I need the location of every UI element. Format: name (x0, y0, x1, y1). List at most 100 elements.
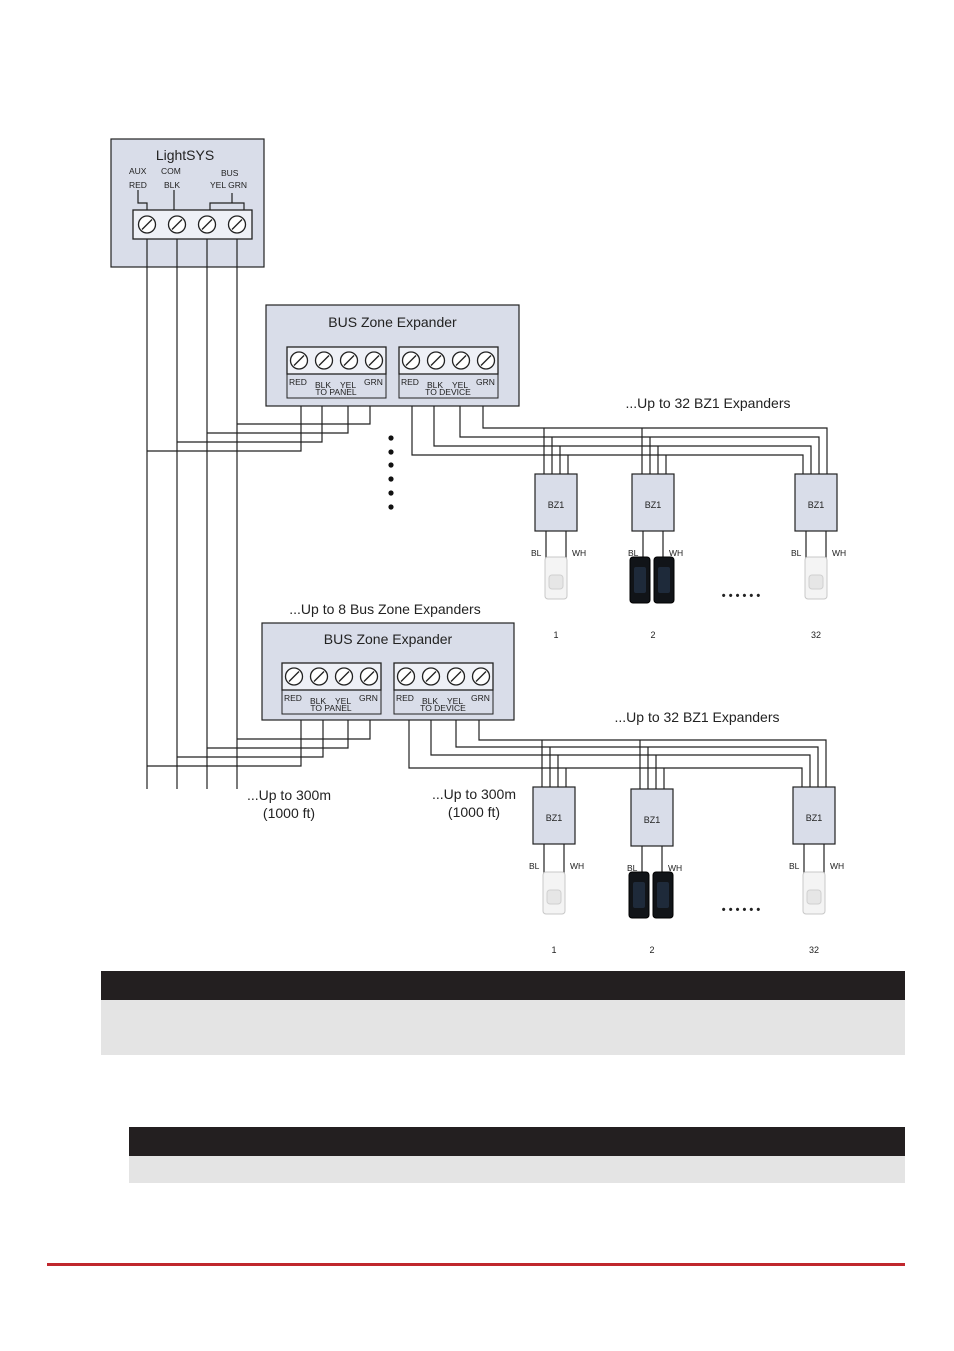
terminal-label-yel: YEL (447, 696, 463, 706)
detector-lens (548, 574, 564, 590)
bz1-label: BZ1 (548, 500, 565, 510)
distance-note-line2: (1000 ft) (263, 805, 315, 821)
screw-slot (171, 219, 183, 230)
panel-label-blk: BLK (164, 180, 180, 190)
bz1-box (630, 788, 674, 847)
screw-slot (201, 219, 213, 230)
bus-expanders-note: ...Up to 8 Bus Zone Expanders (289, 601, 480, 617)
wh-label: WH (570, 861, 584, 871)
screw-slot (231, 219, 243, 230)
panel-title: LightSYS (156, 147, 214, 163)
device-bus-wire (408, 720, 803, 787)
panel-tap-wire (237, 720, 371, 740)
screw-slot (368, 355, 380, 366)
wh-label: WH (830, 861, 844, 871)
device-bus-wire (455, 720, 819, 787)
device-bus-wire (411, 406, 804, 474)
screw-slot (338, 671, 350, 682)
panel-label-aux: AUX (129, 166, 147, 176)
bz1-label: BZ1 (806, 813, 823, 823)
beam-lens (633, 882, 645, 908)
terminal-label-frame (281, 689, 382, 715)
continuation-dot (388, 504, 394, 510)
terminal-label-frame (398, 373, 499, 399)
screw-slot (288, 671, 300, 682)
terminal-label-grn: GRN (476, 377, 495, 387)
terminal-label-blk: BLK (310, 696, 326, 706)
expander-title: BUS Zone Expander (324, 631, 453, 647)
device-bus-wire (482, 406, 828, 474)
screw-slot (480, 355, 492, 366)
detector-number: 1 (551, 945, 556, 955)
panel-label-bus: BUS (221, 168, 239, 178)
panel-tap-wire (147, 720, 302, 767)
distance-note-line2: (1000 ft) (448, 804, 500, 820)
device-bus-wire (433, 406, 812, 474)
panel-tap-wire (177, 406, 323, 443)
continuation-dot (388, 476, 394, 482)
wh-label: WH (668, 863, 682, 873)
detector-lens (806, 889, 822, 905)
bz1-box (532, 786, 576, 845)
to-device-label: TO DEVICE (425, 387, 471, 397)
beam-lens (658, 567, 670, 593)
bz1-box (794, 473, 838, 532)
to-panel-label: TO PANEL (315, 387, 357, 397)
terminal-label-red: RED (401, 377, 419, 387)
bz1-box (631, 473, 675, 532)
device-bus-wire (478, 720, 827, 787)
bz1-label: BZ1 (808, 500, 825, 510)
annotations: ...Up to 8 Bus Zone Expanders ...Up to 30… (247, 435, 516, 821)
bz1-box (792, 786, 836, 845)
screw-slot (318, 355, 330, 366)
bl-label: BL (789, 861, 800, 871)
screw-slot (313, 671, 325, 682)
screw-slot (425, 671, 437, 682)
screw-slot (450, 671, 462, 682)
screw-slot (455, 355, 467, 366)
detector-ellipsis: • • • • • • (722, 904, 761, 916)
screw-slot (293, 355, 305, 366)
screw-slot (475, 671, 487, 682)
bus-wiring (146, 239, 238, 789)
note-header-bar-2 (129, 1127, 905, 1156)
detector-number: 2 (650, 630, 655, 640)
to-panel-label: TO PANEL (310, 703, 352, 713)
terminal-label-yel: YEL (452, 380, 468, 390)
bl-label: BL (628, 548, 639, 558)
terminal-label-red: RED (284, 693, 302, 703)
terminal-label-grn: GRN (471, 693, 490, 703)
terminal-label-red: RED (396, 693, 414, 703)
terminal-label-red: RED (289, 377, 307, 387)
panel-label-lead (209, 202, 245, 210)
beam-lens (657, 882, 669, 908)
panel-tap-wire (207, 406, 349, 434)
to-device-label: TO DEVICE (420, 703, 466, 713)
continuation-dot (388, 490, 394, 496)
bl-label: BL (627, 863, 638, 873)
panel-tap-wire (177, 720, 324, 758)
device-bus-wire (459, 406, 820, 474)
panel-tap-wire (147, 406, 302, 452)
detector-number: 32 (811, 630, 821, 640)
wh-label: WH (832, 548, 846, 558)
detector-number: 2 (649, 945, 654, 955)
footer-rule (47, 1263, 905, 1266)
terminal-label-blk: BLK (422, 696, 438, 706)
bz1-note: ...Up to 32 BZ1 Expanders (626, 395, 791, 411)
screw-slot (363, 671, 375, 682)
panel-tap-wire (207, 720, 349, 749)
beam-lens (634, 567, 646, 593)
detector-number: 32 (809, 945, 819, 955)
bz1-label: BZ1 (645, 500, 662, 510)
distance-note-line1: ...Up to 300m (247, 787, 331, 803)
bz1-label: BZ1 (546, 813, 563, 823)
screw-slot (405, 355, 417, 366)
